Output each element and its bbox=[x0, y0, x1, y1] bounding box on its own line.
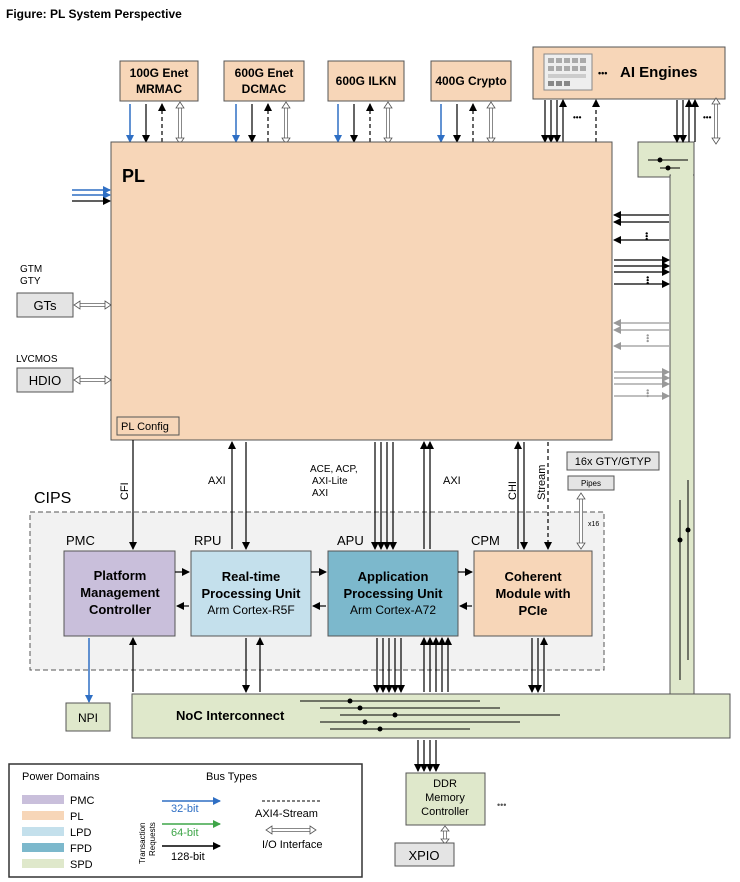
gty-block bbox=[566, 451, 660, 471]
pmc-line-3: Controller bbox=[89, 602, 151, 617]
svg-text:•••: ••• bbox=[703, 113, 712, 122]
legend-64bit: 64-bit bbox=[171, 827, 199, 839]
legend-spd: SPD bbox=[70, 859, 93, 871]
pmc-tag: PMC bbox=[66, 533, 95, 548]
rpu-block bbox=[190, 550, 312, 637]
rpu-line-3: Arm Cortex-R5F bbox=[207, 603, 294, 617]
figure-title: Figure: PL System Perspective bbox=[6, 7, 182, 21]
npi-label: NPI bbox=[78, 711, 98, 725]
hdio-block bbox=[16, 367, 74, 393]
legend-swatch-pmc bbox=[22, 795, 64, 804]
pl-block bbox=[110, 141, 613, 441]
legend-transaction-2: Requests bbox=[148, 822, 157, 856]
lvcmos-label: LVCMOS bbox=[16, 354, 58, 365]
ace-label-2: AXI-Lite bbox=[312, 476, 348, 487]
ai-engine-array-icon bbox=[543, 53, 593, 91]
dcmac-label-2: DCMAC bbox=[242, 82, 287, 96]
rpu-line-2: Processing Unit bbox=[202, 586, 302, 601]
svg-text:•••: ••• bbox=[643, 276, 652, 285]
axi-left-label: AXI bbox=[208, 475, 226, 487]
cpm-line-2: Module with bbox=[495, 586, 570, 601]
axi-right-label: AXI bbox=[443, 475, 461, 487]
dcmac-label-1: 600G Enet bbox=[235, 66, 294, 80]
crypto-block bbox=[430, 60, 512, 102]
legend-swatch-fpd bbox=[22, 843, 64, 852]
mrmac-label-2: MRMAC bbox=[136, 82, 182, 96]
cpm-block bbox=[473, 550, 593, 637]
pl-config-box bbox=[116, 416, 180, 436]
apu-line-1: Application bbox=[358, 569, 429, 584]
legend-axi4-stream: AXI4-Stream bbox=[255, 808, 318, 820]
pmc-line-1: Platform bbox=[94, 568, 147, 583]
legend-io-interface: I/O Interface bbox=[262, 839, 323, 851]
pl-label: PL bbox=[122, 166, 145, 186]
svg-text:•••: ••• bbox=[643, 334, 652, 343]
ddr-controller-block bbox=[405, 772, 486, 826]
ilkn-block bbox=[327, 60, 405, 102]
dcmac-block bbox=[223, 60, 305, 102]
ai-engines-label: AI Engines bbox=[620, 64, 698, 81]
ddr-dots: ••• bbox=[497, 800, 506, 810]
ddr-line-1: DDR bbox=[433, 778, 457, 790]
legend-bus-title: Bus Types bbox=[206, 771, 258, 783]
pmc-line-2: Management bbox=[80, 585, 160, 600]
legend-swatch-spd bbox=[22, 859, 64, 868]
npi-block bbox=[65, 702, 111, 732]
cpm-line-1: Coherent bbox=[504, 569, 562, 584]
gts-block bbox=[16, 292, 74, 318]
pipes-box bbox=[567, 475, 615, 491]
cpm-line-3: PCIe bbox=[519, 603, 548, 618]
pipes-label: Pipes bbox=[581, 479, 601, 488]
chi-label: CHI bbox=[507, 481, 519, 500]
legend-128bit: 128-bit bbox=[171, 851, 205, 863]
legend-box bbox=[8, 763, 363, 878]
cpm-tag: CPM bbox=[471, 533, 500, 548]
pl-config-label: PL Config bbox=[121, 421, 169, 433]
cfi-label: CFI bbox=[119, 482, 131, 500]
gts-label: GTs bbox=[33, 298, 57, 313]
legend-32bit: 32-bit bbox=[171, 803, 199, 815]
pmc-block bbox=[63, 550, 176, 637]
gt-type-label-1: GTM bbox=[20, 264, 42, 275]
mrmac-label-1: 100G Enet bbox=[130, 66, 189, 80]
cips-label: CIPS bbox=[34, 490, 71, 507]
apu-block bbox=[327, 550, 459, 637]
legend-fpd: FPD bbox=[70, 843, 92, 855]
crypto-label: 400G Crypto bbox=[435, 74, 506, 88]
svg-text:•••: ••• bbox=[642, 232, 651, 241]
legend-lpd: LPD bbox=[70, 827, 91, 839]
legend-transaction-1: Transaction bbox=[138, 823, 147, 865]
ilkn-label: 600G ILKN bbox=[336, 74, 397, 88]
apu-tag: APU bbox=[337, 533, 364, 548]
legend-swatch-pl bbox=[22, 811, 64, 820]
apu-line-3: Arm Cortex-A72 bbox=[350, 603, 436, 617]
mrmac-block bbox=[119, 60, 199, 102]
legend-pl: PL bbox=[70, 811, 83, 823]
ace-label-3: AXI bbox=[312, 488, 328, 499]
spd-vertical-column bbox=[669, 174, 695, 696]
hdio-label: HDIO bbox=[29, 373, 62, 388]
ace-label-1: ACE, ACP, bbox=[310, 464, 358, 475]
gt-type-label-2: GTY bbox=[20, 276, 41, 287]
spd-top-cover bbox=[671, 170, 693, 180]
stream-label: Stream bbox=[536, 465, 548, 500]
ai-engines-dots: ••• bbox=[598, 68, 607, 78]
x16-label: x16 bbox=[588, 521, 599, 528]
ddr-line-3: Controller bbox=[421, 806, 469, 818]
legend-swatch-lpd bbox=[22, 827, 64, 836]
legend-power-title: Power Domains bbox=[22, 771, 100, 783]
ddr-line-2: Memory bbox=[425, 792, 465, 804]
apu-line-2: Processing Unit bbox=[344, 586, 444, 601]
svg-text:•••: ••• bbox=[643, 389, 652, 398]
legend-pmc: PMC bbox=[70, 795, 95, 807]
xpio-block bbox=[394, 842, 455, 867]
noc-label: NoC Interconnect bbox=[176, 708, 285, 723]
gty-label: 16x GTY/GTYP bbox=[575, 456, 651, 468]
rpu-line-1: Real-time bbox=[222, 569, 281, 584]
rpu-tag: RPU bbox=[194, 533, 221, 548]
xpio-label: XPIO bbox=[408, 848, 439, 863]
svg-text:•••: ••• bbox=[573, 113, 582, 122]
